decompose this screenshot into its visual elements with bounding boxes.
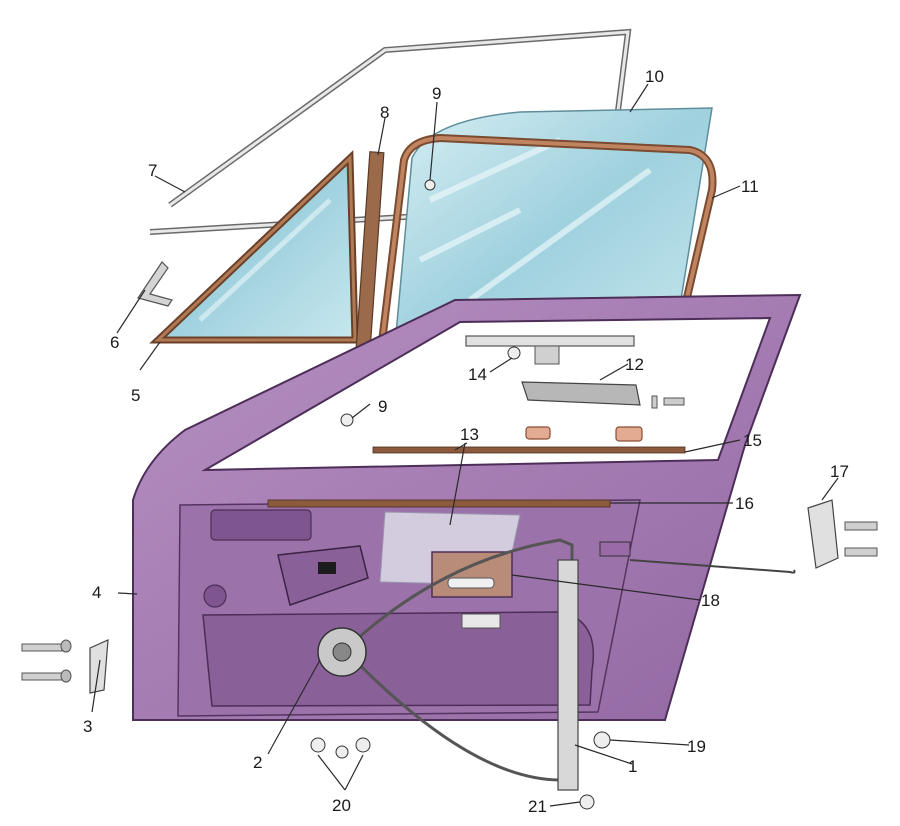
window-sill-seal: [372, 446, 686, 454]
lock-mechanism: [431, 551, 513, 629]
fasteners: [310, 179, 611, 810]
callout-7: 7: [148, 161, 157, 180]
callout-13: 13: [460, 425, 479, 444]
callout-9-top: 9: [432, 84, 441, 103]
callout-4: 4: [92, 583, 101, 602]
callout-19: 19: [687, 737, 706, 756]
callout-8: 8: [380, 103, 389, 122]
callout-labels: 1 2 3 4 5 6 7 8 9 9 10 11 12 13 14 15 16…: [83, 67, 849, 816]
release-rod: [599, 541, 796, 574]
callout-15: 15: [743, 431, 762, 450]
hinge-assembly: [807, 499, 878, 569]
glass-lift-channel: [465, 335, 685, 409]
window-regulator: [317, 538, 579, 791]
callout-2: 2: [253, 753, 262, 772]
callout-3: 3: [83, 717, 92, 736]
callout-18: 18: [701, 591, 720, 610]
seal-brackets: [525, 426, 643, 442]
callout-9-bottom: 9: [378, 397, 387, 416]
vent-seal: [137, 261, 173, 307]
callout-6: 6: [110, 333, 119, 352]
callout-10: 10: [645, 67, 664, 86]
vent-window: [149, 150, 359, 344]
front-hinge: [21, 639, 109, 694]
door-glass: [394, 107, 713, 356]
regulator-gear: [317, 627, 367, 677]
callout-20: 20: [332, 796, 351, 815]
callout-21: 21: [528, 797, 547, 816]
callout-14: 14: [468, 365, 487, 384]
leader-lines: [91, 83, 839, 807]
glass-run-seal: [374, 133, 717, 376]
callout-17: 17: [830, 462, 849, 481]
callout-16: 16: [735, 494, 754, 513]
door-shell: [132, 293, 802, 721]
callout-11: 11: [741, 177, 759, 196]
inner-belt-seal: [267, 499, 611, 508]
inner-handle: [277, 545, 369, 606]
callout-5: 5: [131, 386, 140, 405]
callout-12: 12: [625, 355, 644, 374]
callout-1: 1: [628, 757, 637, 776]
